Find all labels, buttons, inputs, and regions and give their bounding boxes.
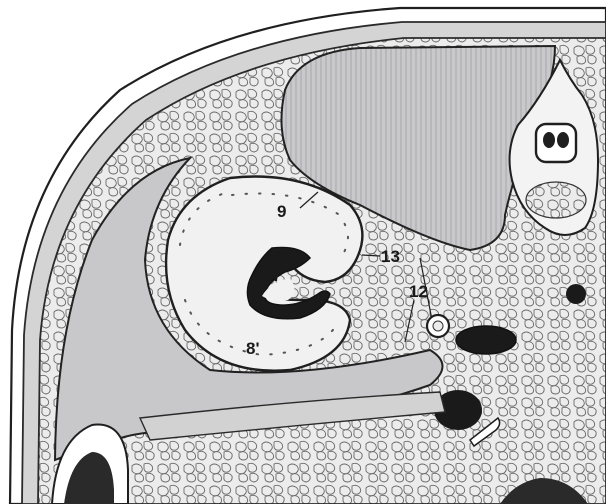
label-27: 27: [261, 265, 282, 286]
label-12: 12: [409, 282, 428, 301]
spinal-canal: [536, 124, 576, 162]
ureter-lumen: [433, 321, 443, 331]
spinal-cord-left: [543, 132, 555, 148]
spinal-cord-right: [557, 132, 569, 148]
label-9: 9: [277, 202, 286, 221]
vertebral-body-marrow: [526, 182, 586, 218]
label-8-prime: 8': [246, 339, 260, 358]
small-artery: [566, 284, 586, 304]
vein-vessel: [456, 326, 516, 354]
label-13: 13: [381, 247, 400, 266]
